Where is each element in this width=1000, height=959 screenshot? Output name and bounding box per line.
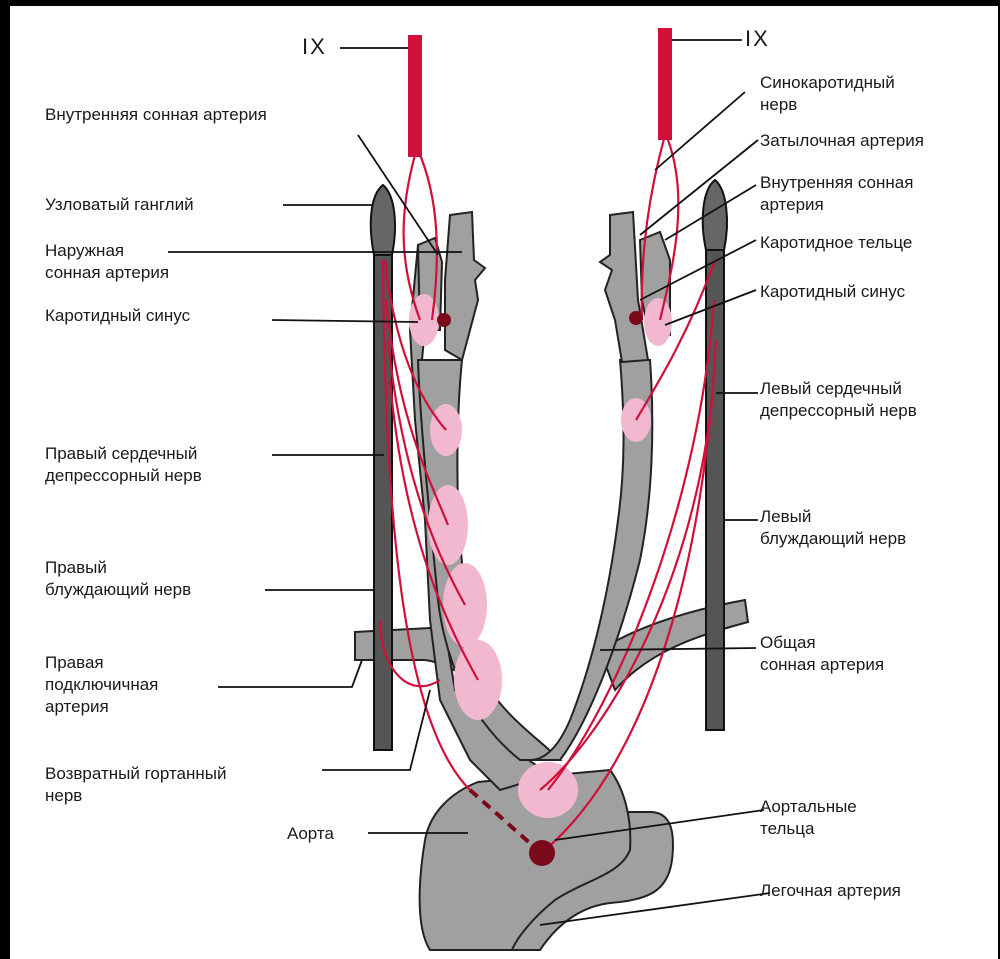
label-carotid-sinus-right: Каротидный синус <box>760 281 905 303</box>
label-recurrent-laryngeal: Возвратный гортанный нерв <box>45 763 226 807</box>
label-carotid-sinus-left: Каротидный синус <box>45 305 190 327</box>
carotid-body-right <box>437 313 451 327</box>
label-internal-carotid-right: Внутренняя сонная артерия <box>760 172 913 216</box>
label-aorta: Аорта <box>287 823 334 845</box>
label-external-carotid: Наружная сонная артерия <box>45 240 169 284</box>
label-carotid-body: Каротидное тельце <box>760 232 912 254</box>
carotid-sinus-left <box>644 298 672 346</box>
label-right-vagus: Правый блуждающий нерв <box>45 557 191 601</box>
right-nodose-ganglion <box>371 185 395 255</box>
right-external-carotid <box>445 212 485 360</box>
label-right-depressor-nerve: Правый сердечный депрессорный нерв <box>45 443 202 487</box>
label-internal-carotid-left: Внутренняя сонная артерия <box>45 104 267 126</box>
label-right-subclavian: Правая подключичная артерия <box>45 652 158 718</box>
label-left-vagus: Левый блуждающий нерв <box>760 506 906 550</box>
label-nodose-ganglion: Узловатый ганглий <box>45 194 194 216</box>
aortic-body <box>529 840 555 866</box>
label-occipital-artery: Затылочная артерия <box>760 130 924 152</box>
label-ix-right: IX <box>745 28 770 50</box>
ix-nerve-left-trunk <box>658 28 672 140</box>
label-ix-left: IX <box>302 36 327 58</box>
label-sinocarotid-nerve: Синокаротидный нерв <box>760 72 895 116</box>
label-pulmonary-artery: Легочная артерия <box>760 880 901 902</box>
left-vagus-nerve <box>706 245 724 730</box>
leader-int-carotid-left <box>358 135 438 255</box>
carotid-body-left <box>629 311 643 325</box>
ix-nerve-right-trunk <box>408 35 422 157</box>
leader-subclavian <box>218 660 362 687</box>
label-aortic-bodies: Аортальные тельца <box>760 796 857 840</box>
leader-occipital <box>640 140 758 235</box>
label-common-carotid: Общая сонная артерия <box>760 632 884 676</box>
label-left-depressor-nerve: Левый сердечный депрессорный нерв <box>760 378 917 422</box>
